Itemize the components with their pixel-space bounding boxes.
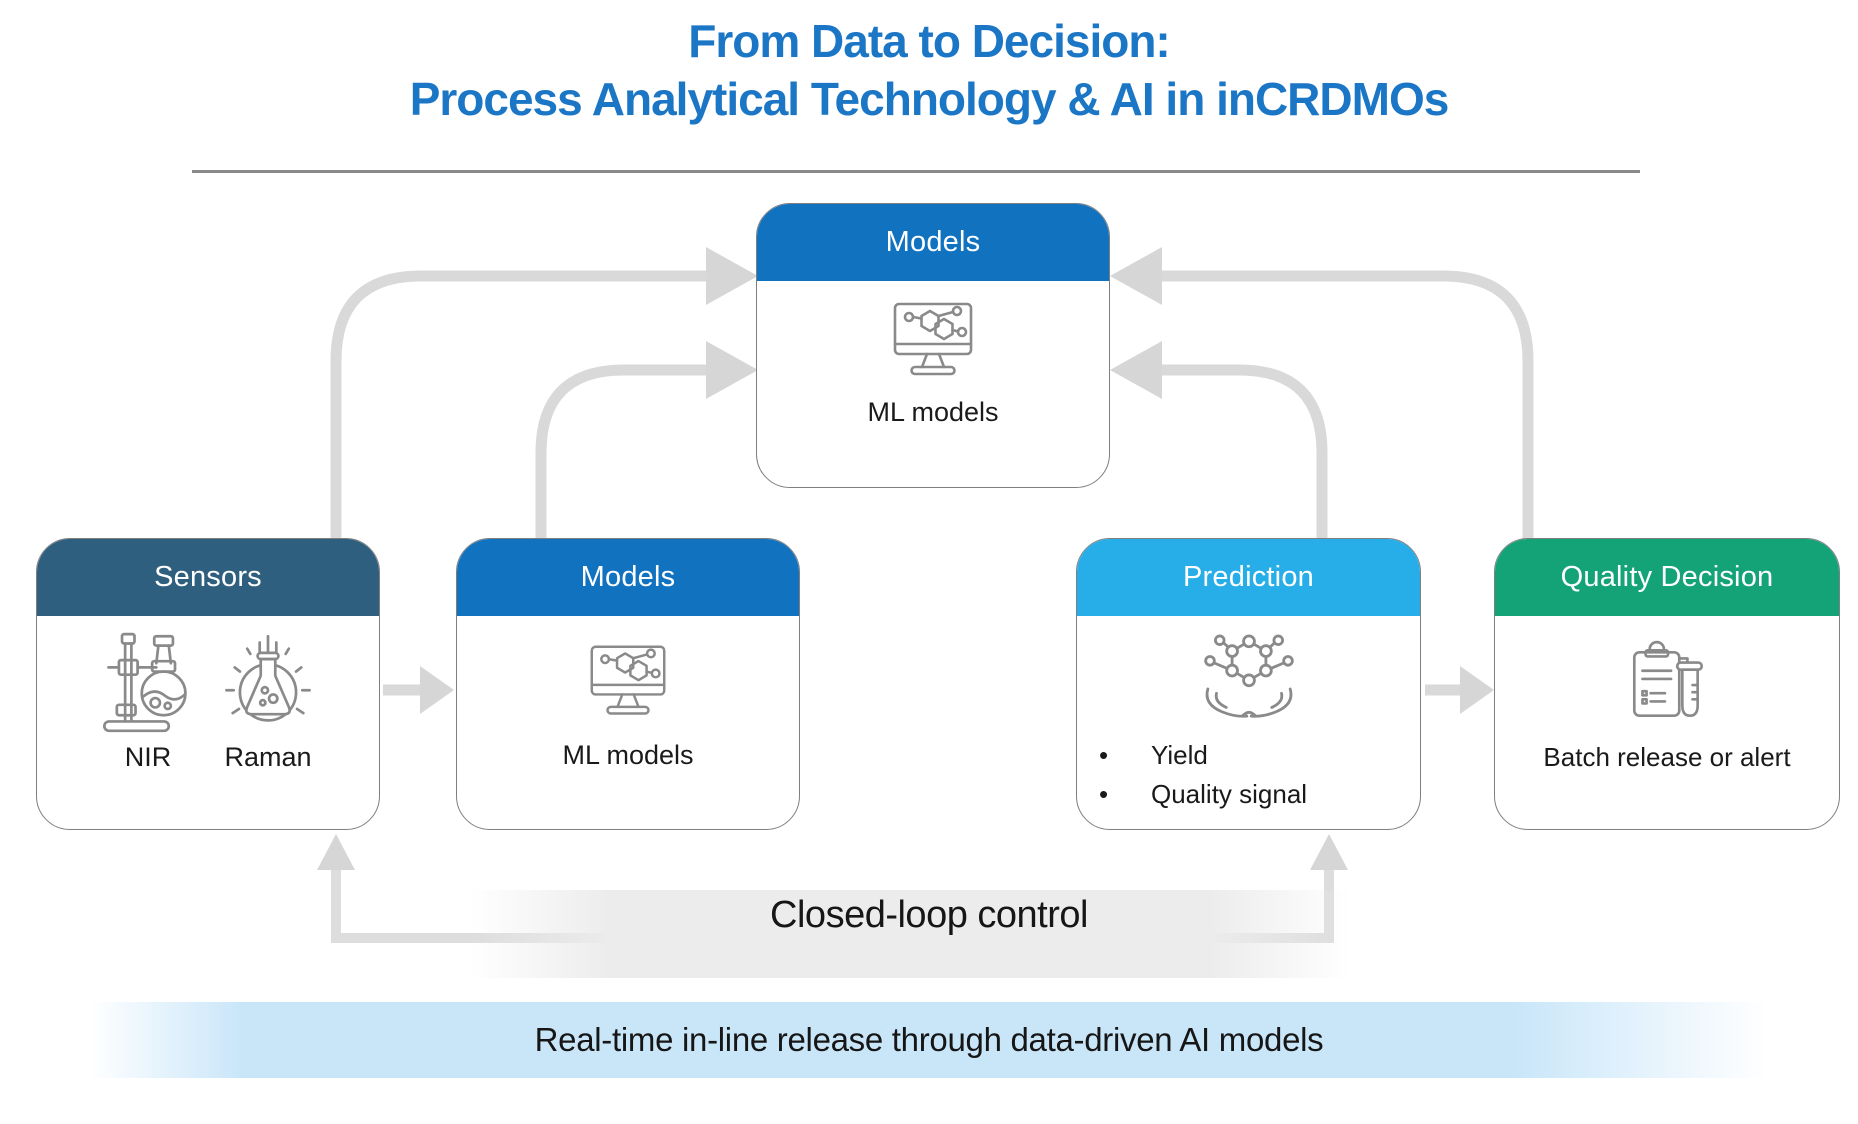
box-models-mid-body: ML models: [457, 616, 799, 829]
closed-loop-heads: [317, 834, 1348, 870]
box-quality-decision-body: Batch release or alert: [1495, 616, 1839, 829]
box-sensors-header: Sensors: [37, 539, 379, 616]
box-prediction-body: Yield Quality signal: [1077, 616, 1420, 829]
box-quality-decision-header: Quality Decision: [1495, 539, 1839, 616]
box-models-top-header: Models: [757, 204, 1109, 281]
arrow-quality-to-models-top: [1162, 270, 1534, 542]
sensor-fig-raman: Raman: [216, 630, 320, 773]
glowing-flask-icon: [216, 630, 320, 736]
prediction-bullet-quality-signal: Quality signal: [1151, 779, 1308, 809]
monitor-molecule-icon: [885, 299, 981, 385]
sensor-label-nir: NIR: [124, 742, 172, 772]
box-models-mid-header: Models: [457, 539, 799, 616]
arrowhead-prediction-quality: [1460, 666, 1494, 714]
box-sensors-body: NIR: [37, 616, 379, 829]
box-prediction: Prediction: [1076, 538, 1421, 830]
arrowhead-left-2: [1110, 341, 1162, 399]
curved-arrow-lines: [330, 270, 1534, 696]
clipboard-testtube-icon: [1617, 636, 1717, 730]
page-title-line1: From Data to Decision:: [688, 15, 1171, 67]
flask-stand-icon: [96, 630, 200, 736]
monitor-molecule-icon: [582, 642, 674, 724]
closed-loop-band: [470, 890, 1350, 978]
arrowhead-sensors-models: [420, 666, 454, 714]
prediction-bullet-item: Yield: [1093, 736, 1420, 775]
arrowhead-right-2: [706, 341, 758, 399]
box-models-top-body: ML models: [757, 281, 1109, 487]
box-quality-decision-label: Batch release or alert: [1543, 742, 1791, 772]
molecule-in-hands-icon: [1190, 624, 1308, 728]
page-title-line2: Process Analytical Technology & AI in in…: [409, 73, 1450, 125]
sensor-label-raman: Raman: [224, 742, 312, 772]
arrowhead-right-1: [706, 247, 758, 305]
box-prediction-header: Prediction: [1077, 539, 1420, 616]
bottom-banner: Real-time in-line release through data-d…: [90, 1002, 1768, 1078]
arrow-prediction-to-models-top: [1162, 364, 1328, 542]
prediction-bullet-list: Yield Quality signal: [1077, 736, 1420, 814]
sensor-fig-nir: NIR: [96, 630, 200, 773]
arrow-sensors-to-models-top: [330, 270, 706, 542]
prediction-bullet-item: Quality signal: [1093, 775, 1420, 814]
bottom-banner-text: Real-time in-line release through data-d…: [534, 1021, 1324, 1058]
arrow-models-mid-to-models-top: [535, 364, 706, 542]
arrow-heads: [420, 247, 1494, 714]
title-divider: [192, 170, 1640, 173]
box-models-top-label: ML models: [867, 397, 999, 427]
box-models-top: Models ML models: [756, 203, 1110, 488]
arrowhead-left-1: [1110, 247, 1162, 305]
box-models-mid: Models ML models: [456, 538, 800, 830]
prediction-bullet-yield: Yield: [1151, 740, 1208, 770]
box-sensors: Sensors: [36, 538, 380, 830]
box-models-mid-label: ML models: [562, 740, 694, 770]
arrowhead-up-left: [317, 834, 355, 870]
closed-loop-label: Closed-loop control: [770, 894, 1088, 936]
arrowhead-up-right: [1310, 834, 1348, 870]
box-quality-decision: Quality Decision: [1494, 538, 1840, 830]
sensor-figures: NIR: [96, 630, 320, 773]
